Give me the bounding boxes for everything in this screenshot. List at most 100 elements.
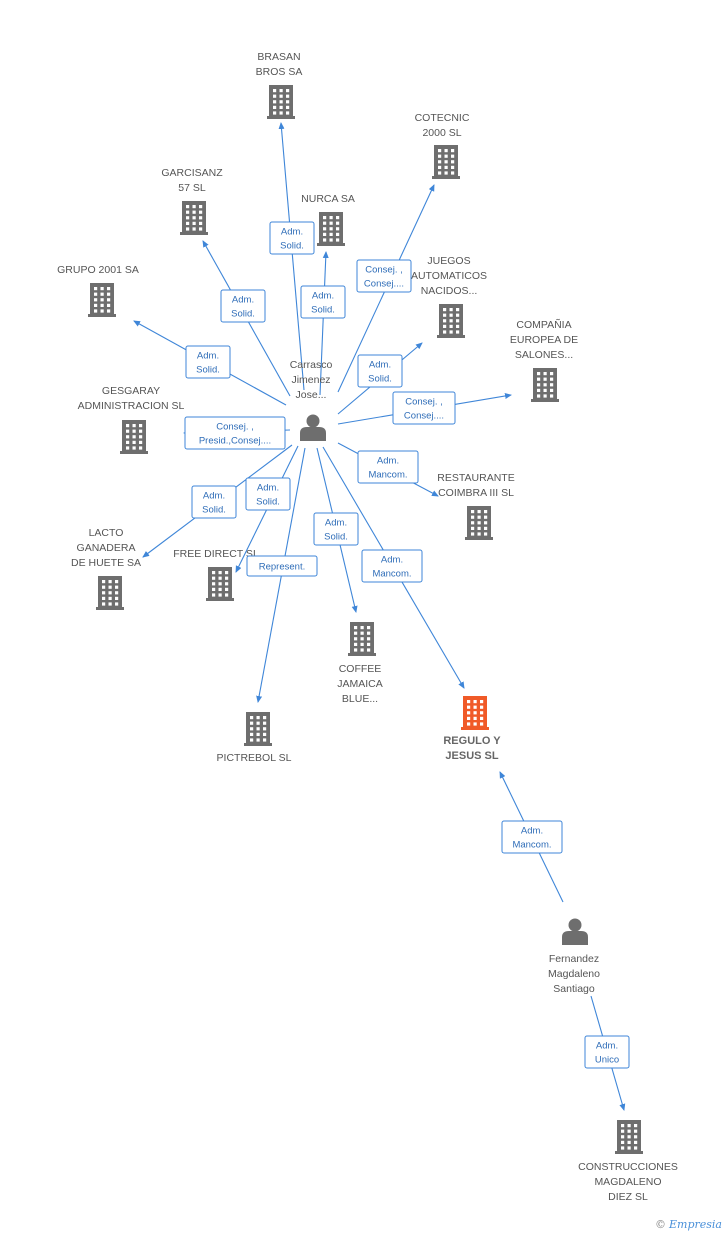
edge-label-carrasco-to-gesgaray[interactable]: Consej. , Presid.,Consej.... [184, 416, 286, 450]
node-label: FREE DIRECT SL [173, 548, 259, 560]
node-label: AUTOMATICOS [411, 270, 487, 282]
node-carrasco[interactable]: CarrascoJimenezJose... [290, 359, 333, 441]
empresia-watermark: ©Empresia [655, 1218, 722, 1231]
edge-label-carrasco-to-garcisanz[interactable]: Adm.Solid. [220, 289, 266, 323]
building-icon [317, 212, 345, 246]
node-label: RESTAURANTE [437, 472, 514, 484]
node-label: MAGDALENO [594, 1176, 661, 1188]
edge-label-carrasco-to-nurca[interactable]: Adm. Solid. [300, 285, 346, 319]
node-label: Magdaleno [548, 968, 600, 980]
edge-label-box [313, 512, 359, 546]
node-freedirect[interactable]: FREE DIRECT SL [173, 548, 259, 601]
node-restaurante[interactable]: RESTAURANTE COIMBRA III SL [437, 472, 515, 540]
brand-name: Empresia [669, 1218, 722, 1231]
node-label: REGULO Y [443, 735, 501, 747]
edge-carrasco-to-nurca [319, 251, 329, 396]
node-label: NACIDOS... [421, 285, 478, 297]
edge-label-text: Adm. [312, 291, 334, 302]
edge-label-text: Mancom. [512, 840, 551, 851]
edge-label-text: Presid.,Consej.... [199, 436, 271, 447]
edge-label-carrasco-to-brasan[interactable]: Adm. Solid. [269, 221, 315, 255]
edge-label-box [185, 345, 231, 379]
node-label: SALONES... [515, 349, 573, 361]
node-label: BLUE... [342, 693, 378, 705]
edge-label-box [356, 259, 412, 293]
edge-label-text: Adm. [281, 227, 303, 238]
edge-label-box [357, 354, 403, 388]
node-label: PICTREBOL SL [217, 752, 292, 764]
edge-label-carrasco-to-cotecnic[interactable]: Consej. , Consej.... [356, 259, 412, 293]
edge-label-box [269, 221, 315, 255]
node-label: Fernandez [549, 953, 599, 965]
building-icon [96, 576, 124, 610]
edge-label-text: Solid. [324, 532, 348, 543]
edge-label-text: Unico [595, 1055, 619, 1066]
edge-label-carrasco-to-coffee[interactable]: Adm.Solid. [313, 512, 359, 546]
node-label: COMPAÑIA [516, 318, 571, 331]
edge-label-text: Adm. [521, 826, 543, 837]
edge-label-box [184, 416, 286, 450]
edge-label-carrasco-to-lacto[interactable]: Adm.Solid. [191, 485, 237, 519]
node-label: COTECNIC [415, 112, 470, 124]
edge-label-text: Solid. [202, 505, 226, 516]
edge-label-carrasco-to-grupo2001[interactable]: Adm.Solid. [185, 345, 231, 379]
edge-label-text: Solid. [368, 374, 392, 385]
node-label: GANADERA [77, 542, 136, 554]
node-nurca[interactable]: NURCA SA [301, 193, 355, 246]
node-pictrebol[interactable]: PICTREBOL SL [217, 712, 292, 764]
edge-label-carrasco-to-restaurante[interactable]: Adm.Mancom. [357, 450, 419, 484]
edge-label-text: Solid. [256, 497, 280, 508]
edge-label-text: Consej. , [405, 397, 443, 408]
node-label: GRUPO 2001 SA [57, 264, 139, 276]
node-grupo2001[interactable]: GRUPO 2001 SA [57, 264, 139, 317]
edge-label-text: Solid. [196, 365, 220, 376]
node-label: Jose... [296, 389, 327, 401]
edge-label-carrasco-to-juegos[interactable]: Adm. Solid. [357, 354, 403, 388]
node-label: GESGARAY [102, 385, 160, 397]
edge-label-carrasco-to-pictrebol[interactable]: Represent. [246, 555, 318, 577]
edge-label-box [357, 450, 419, 484]
edge-label-box [361, 549, 423, 583]
edge-label-box [584, 1035, 630, 1069]
node-label: JAMAICA [337, 678, 383, 690]
node-label: BRASAN [257, 51, 300, 63]
edge-label-box [220, 289, 266, 323]
edge-label-text: Mancom. [372, 569, 411, 580]
edge-label-text: Solid. [311, 305, 335, 316]
node-label: JUEGOS [427, 255, 470, 267]
edge-label-text: Adm. [369, 360, 391, 371]
edge-label-text: Solid. [280, 241, 304, 252]
node-coffee[interactable]: COFFEEJAMAICABLUE... [337, 622, 383, 705]
edge-label-box [246, 555, 318, 577]
edge-label-carrasco-to-regulo[interactable]: Adm.Mancom. [361, 549, 423, 583]
building-icon [267, 85, 295, 119]
edge-label-text: Mancom. [368, 470, 407, 481]
node-label: 57 SL [178, 182, 206, 194]
edge-label-fernandez-to-regulo[interactable]: Adm. Mancom. [501, 820, 563, 854]
copyright-symbol: © [655, 1218, 666, 1231]
person-icon [562, 918, 588, 945]
node-label: DE HUETE SA [71, 557, 141, 569]
edge-label-text: Solid. [231, 309, 255, 320]
edge-label-text: Consej.... [364, 279, 404, 290]
edge-label-carrasco-to-freedirect[interactable]: Adm.Solid. [245, 477, 291, 511]
node-label: COIMBRA III SL [438, 487, 514, 499]
node-label: NURCA SA [301, 193, 355, 205]
building-icon [432, 145, 460, 179]
node-juegos[interactable]: JUEGOS AUTOMATICOS NACIDOS... [411, 255, 487, 338]
edge-label-carrasco-to-compania[interactable]: Consej. ,Consej.... [392, 391, 456, 425]
building-icon [615, 1120, 643, 1154]
edge-label-text: Consej. , [365, 265, 403, 276]
edge-label-text: Consej. , [216, 422, 254, 433]
edge-label-fernandez-to-construcciones[interactable]: Adm.Unico [584, 1035, 630, 1069]
